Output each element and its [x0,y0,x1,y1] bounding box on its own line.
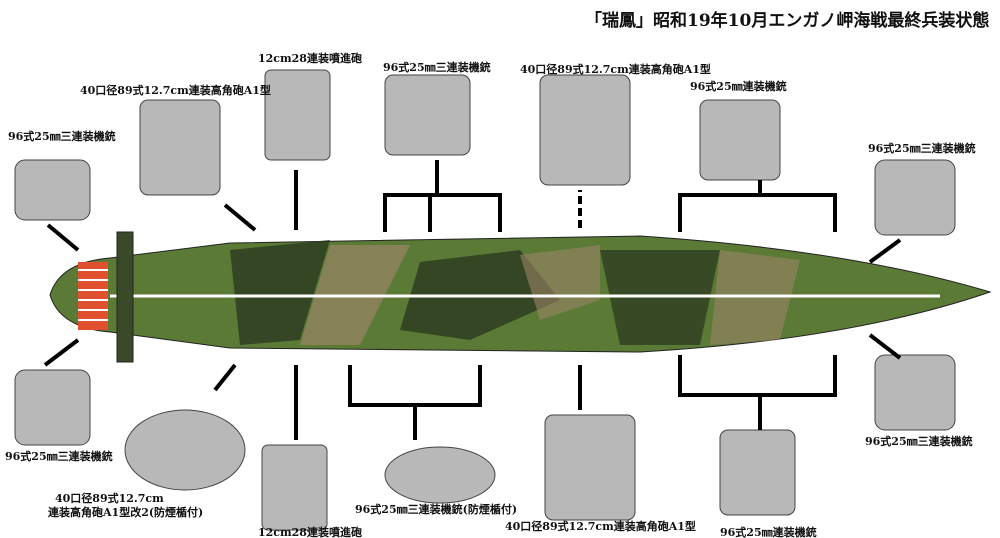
label-rocket-bottom: 12cm28連装噴進砲 [258,526,362,538]
label-mg-top-center: 96式25㎜三連装機銃 [383,61,491,74]
flight-deck [49,231,992,363]
label-mg-right-lower: 96式25㎜三連装機銃 [865,435,973,448]
label-mg-top-right: 96式25㎜連装機銃 [690,80,787,93]
label-rocket-top: 12cm28連装噴進砲 [258,52,362,65]
stern-stripes [78,262,108,330]
label-ha-bottom-left-2: 連装高角砲A1型改2(防煙楯付) [48,506,204,519]
weapon-illustrations [14,69,956,531]
label-mg-bottom-center: 96式25㎜三連装機銃(防煙楯付) [355,503,518,516]
label-mg-left-upper: 96式25㎜三連装機銃 [8,130,116,143]
label-ha-top-left: 40口径89式12.7cm連装高角砲A1型 [80,84,271,97]
label-ha-bottom-left-1: 40口径89式12.7cm [55,492,164,505]
island [116,231,134,363]
label-mg-left-lower: 96式25㎜三連装機銃 [5,450,113,463]
arrows [43,160,902,440]
label-ha-bottom-right: 40口径89式12.7cm連装高角砲A1型 [505,520,696,533]
label-ha-top-right: 40口径89式12.7cm連装高角砲A1型 [520,63,711,76]
page-title: 「瑞鳳」昭和19年10月エンガノ岬海戦最終兵装状態 [585,11,990,31]
label-mg-bottom-right: 96式25㎜連装機銃 [720,526,817,538]
label-mg-right-upper: 96式25㎜三連装機銃 [868,142,976,155]
